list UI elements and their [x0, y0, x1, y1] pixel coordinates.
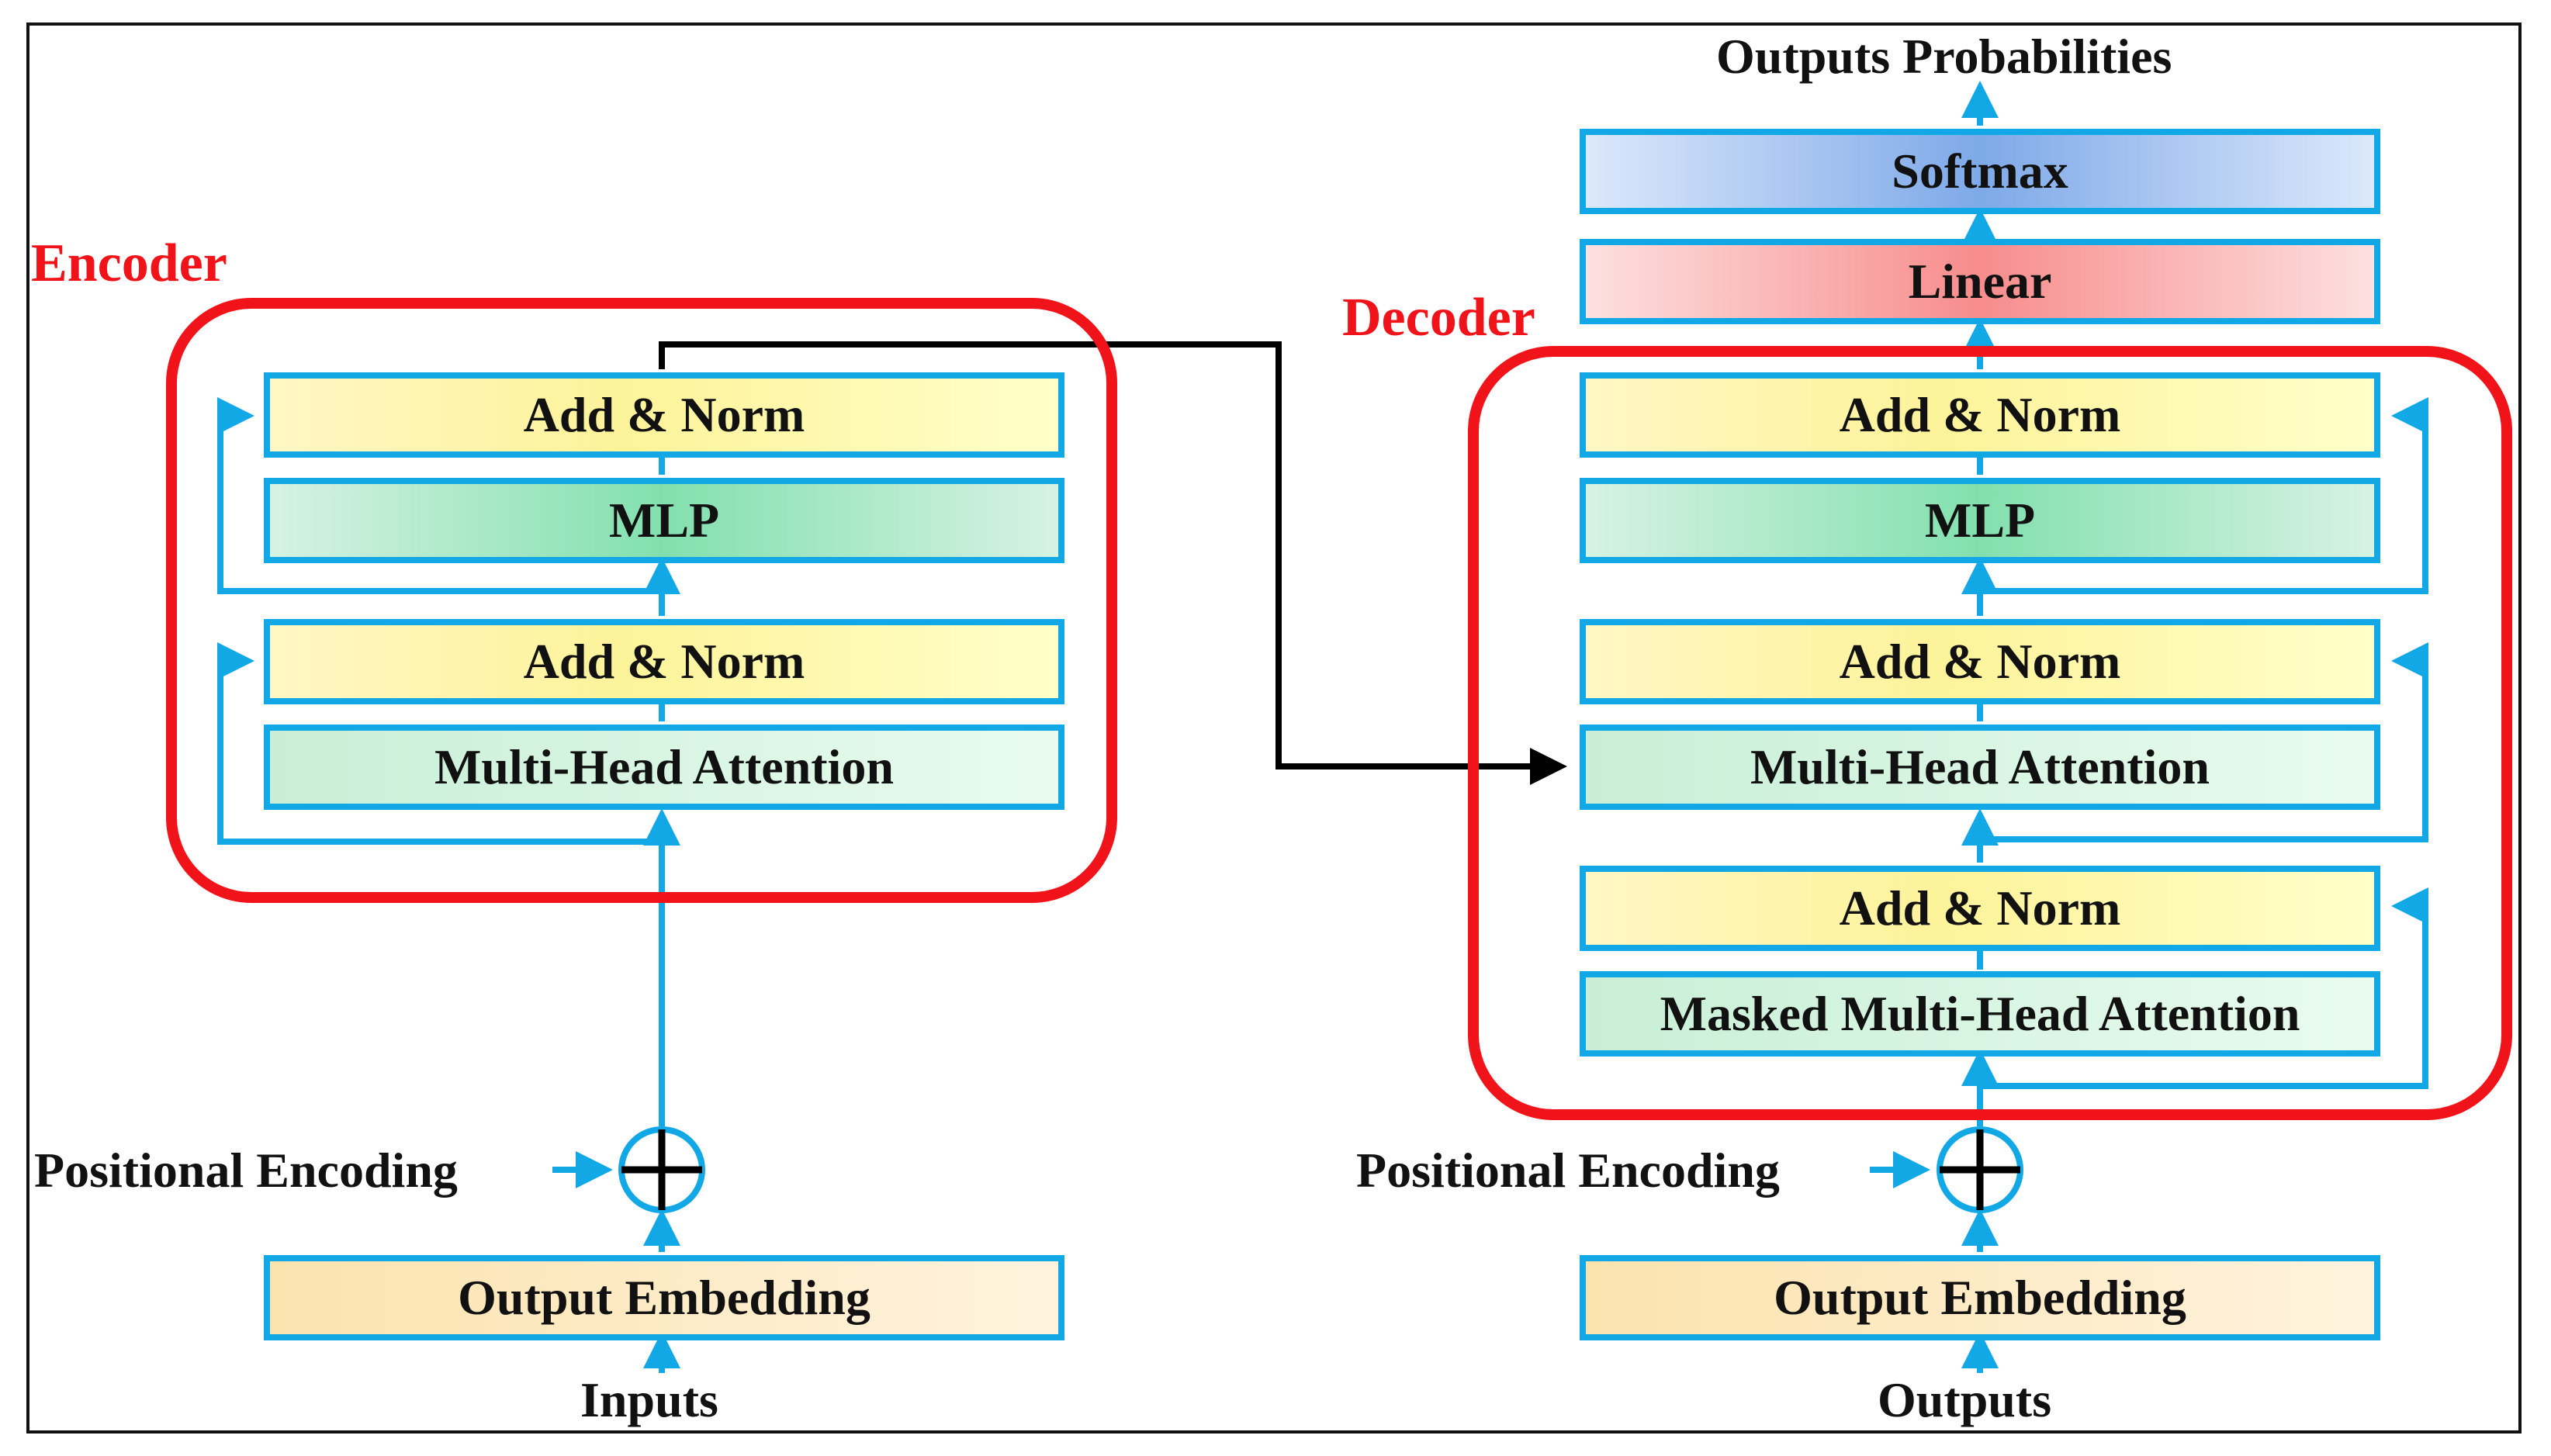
encoder-inputs-label: Inputs — [580, 1372, 718, 1427]
decoder-outputs-label: Outputs — [1878, 1372, 2052, 1427]
decoder-softmax: Softmax — [1580, 129, 2380, 214]
dec-plus-circle — [1937, 1126, 2023, 1213]
figure-frame — [26, 22, 2522, 1434]
encoder-output-embedding: Output Embedding — [264, 1255, 1064, 1340]
dec-residual-3 — [1980, 397, 2428, 594]
decoder-multi-head-attention: Multi-Head Attention — [1580, 725, 2380, 810]
decoder-title: Decoder — [1342, 288, 1535, 348]
encoder-positional-encoding-label: Positional Encoding — [34, 1143, 458, 1198]
decoder-add-norm-bottom: Add & Norm — [1580, 866, 2380, 951]
decoder-positional-encoding-label: Positional Encoding — [1356, 1143, 1780, 1198]
encoder-add-norm-bottom: Add & Norm — [264, 619, 1064, 704]
decoder-linear: Linear — [1580, 239, 2380, 324]
dec-residual-2 — [1980, 642, 2428, 842]
encoder-add-norm-top: Add & Norm — [264, 372, 1064, 458]
encoder-group-outline — [166, 298, 1117, 903]
encoder-decoder-connection — [659, 341, 1567, 785]
decoder-masked-multi-head-attention: Masked Multi-Head Attention — [1580, 971, 2380, 1057]
output-probabilities-label: Outputs Probabilities — [1716, 29, 2172, 84]
decoder-group-outline — [1468, 346, 2512, 1120]
dec-residual-1 — [1980, 887, 2428, 1089]
decoder-mlp: MLP — [1580, 478, 2380, 563]
decoder-add-norm-middle: Add & Norm — [1580, 619, 2380, 704]
enc-residual-2 — [217, 397, 662, 594]
enc-residual-1 — [217, 642, 662, 845]
decoder-add-norm-top: Add & Norm — [1580, 372, 2380, 458]
encoder-multi-head-attention: Multi-Head Attention — [264, 725, 1064, 810]
encoder-title: Encoder — [31, 233, 227, 293]
decoder-output-embedding: Output Embedding — [1580, 1255, 2380, 1340]
decoder-connectors — [1870, 81, 2428, 1373]
enc-plus-circle — [618, 1126, 705, 1213]
encoder-connectors — [217, 397, 680, 1373]
encoder-mlp: MLP — [264, 478, 1064, 563]
